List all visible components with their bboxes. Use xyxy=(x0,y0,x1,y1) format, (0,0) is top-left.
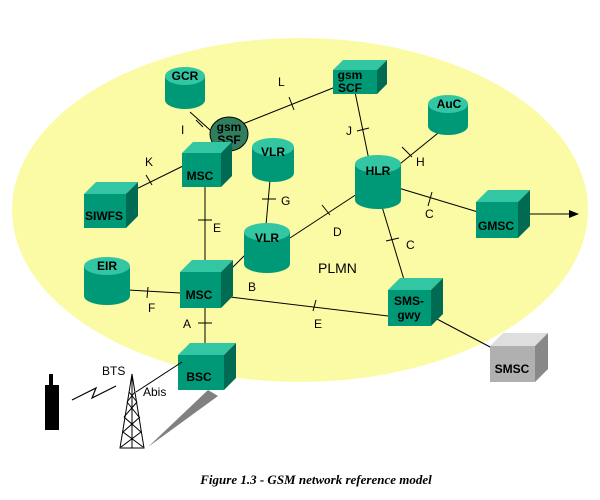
bsc-label: BSC xyxy=(186,370,212,384)
iface-b-label: B xyxy=(248,280,256,294)
gsmssf-label-1: gsm xyxy=(217,120,242,134)
bts-label: BTS xyxy=(102,364,125,378)
msc1-label: MSC xyxy=(187,169,214,183)
abis-beam xyxy=(148,390,218,447)
smsc-label: SMSC xyxy=(495,362,530,376)
iface-abis-label: Abis xyxy=(143,385,166,399)
iface-c2-label: C xyxy=(406,238,415,252)
gsmscf-node: gsm SCF xyxy=(333,60,387,95)
iface-l-label: L xyxy=(278,75,285,89)
figure-caption: Figure 1.3 - GSM network reference model xyxy=(199,472,432,487)
gmsc-label: GMSC xyxy=(478,219,514,233)
iface-a-label: A xyxy=(183,317,191,331)
vlr1-database: VLR xyxy=(252,138,294,182)
gcr-database: GCR xyxy=(165,67,205,109)
iface-g-label: G xyxy=(281,194,290,208)
iface-i-label: I xyxy=(181,123,184,137)
link-hlr-smsgwy xyxy=(379,199,406,284)
iface-e2-label: E xyxy=(314,317,322,331)
gsmscf-label-2: SCF xyxy=(338,81,362,95)
link-gcr-gsmssf xyxy=(189,111,211,131)
link-eir-msc2 xyxy=(127,289,181,294)
abis-link xyxy=(135,361,183,393)
link-vlr1-vlr2 xyxy=(265,179,271,226)
hlr-database: HLR xyxy=(355,155,401,209)
iface-f-label: F xyxy=(148,301,155,315)
iface-k-label: K xyxy=(145,155,153,169)
gsmscf-label-1: gsm xyxy=(338,68,363,82)
gmsc-node: GMSC xyxy=(476,190,530,238)
vlr2-label: VLR xyxy=(255,231,279,245)
link-msc2-smsgwy xyxy=(229,296,389,317)
iface-e1-label: E xyxy=(213,221,221,235)
msc1-node: MSC xyxy=(182,142,232,187)
smsc-node: SMSC xyxy=(490,333,548,382)
link-vlr2-hlr xyxy=(289,191,361,239)
vlr2-database: VLR xyxy=(244,223,290,273)
radio-link-icon xyxy=(71,385,117,401)
smsgwy-label-1: SMS- xyxy=(394,294,424,308)
plmn-label: PLMN xyxy=(318,260,357,276)
hlr-label: HLR xyxy=(366,164,391,178)
vlr1-label: VLR xyxy=(261,145,285,159)
link-gsmssf-gsmscf xyxy=(239,81,349,126)
smsgwy-node: SMS- gwy xyxy=(388,278,443,326)
mobile-phone-icon xyxy=(45,374,59,430)
msc2-node: MSC xyxy=(180,260,233,308)
eir-database: EIR xyxy=(84,257,130,305)
gcr-label: GCR xyxy=(172,69,199,83)
auc-label: AuC xyxy=(437,97,462,111)
iface-h-label: H xyxy=(416,155,425,169)
iface-j-label: J xyxy=(346,124,352,138)
auc-database: AuC xyxy=(428,95,468,135)
bsc-node: BSC xyxy=(178,343,236,390)
siwfs-node: SIWFS xyxy=(84,182,138,228)
siwfs-label: SIWFS xyxy=(85,209,123,223)
iface-d-label: D xyxy=(333,225,342,239)
link-smsgwy-smsc xyxy=(434,317,493,349)
iface-c1-label: C xyxy=(425,207,434,221)
link-gsmscf-hlr xyxy=(354,91,371,166)
msc2-label: MSC xyxy=(186,288,213,302)
bts-tower-icon xyxy=(119,373,145,449)
link-hlr-gmsc xyxy=(394,186,479,213)
eir-label: EIR xyxy=(97,259,117,273)
smsgwy-label-2: gwy xyxy=(397,308,421,322)
